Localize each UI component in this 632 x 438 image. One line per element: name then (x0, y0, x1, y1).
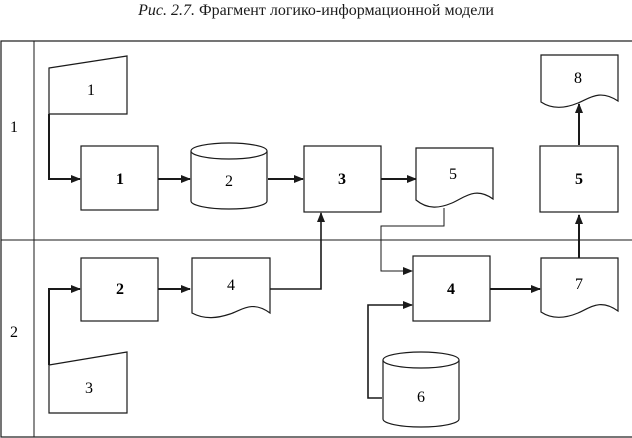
process-1: 1 (80, 145, 159, 211)
document-4: 4 (191, 257, 271, 319)
storage-6-label: 6 (417, 389, 425, 406)
process-5: 5 (539, 145, 619, 213)
document-5: 5 (415, 147, 494, 208)
connector-document5-process4 (380, 208, 445, 275)
process-2: 2 (80, 257, 159, 322)
document-5-label: 5 (449, 166, 457, 183)
storage-6: 6 (382, 351, 460, 428)
figure-caption-text: Фрагмент логико-информационной модели (198, 2, 494, 19)
manual-input-3-label: 3 (85, 380, 93, 397)
figure-caption: Рис. 2.7. Фрагмент логико-информационной… (0, 0, 632, 24)
document-7: 7 (540, 257, 619, 318)
process-1-label: 1 (116, 171, 124, 188)
process-4-label: 4 (447, 281, 455, 298)
lane-label-2: 2 (10, 324, 18, 341)
connector-input3-process2 (48, 285, 81, 365)
connector-input1-process1 (48, 114, 81, 183)
figure-caption-prefix: Рис. 2.7. (138, 2, 195, 19)
manual-input-1-label: 1 (87, 82, 95, 99)
outer-frame (0, 40, 632, 438)
process-2-label: 2 (116, 281, 124, 298)
lane-label-1: 1 (10, 119, 18, 136)
document-7-label: 7 (575, 276, 583, 293)
process-3-label: 3 (338, 171, 346, 188)
connector-document4-process3 (270, 212, 325, 290)
connectors (48, 103, 583, 399)
manual-input-3: 3 (48, 351, 128, 414)
process-4: 4 (412, 255, 491, 322)
manual-input-1: 1 (48, 55, 128, 115)
document-8: 8 (540, 54, 619, 108)
storage-2: 2 (190, 142, 268, 210)
process-5-label: 5 (575, 171, 583, 188)
document-8-label: 8 (574, 70, 582, 87)
document-4-label: 4 (227, 277, 235, 294)
process-3: 3 (303, 145, 382, 213)
storage-2-label: 2 (225, 173, 233, 190)
connector-storage6-process4 (367, 301, 413, 399)
